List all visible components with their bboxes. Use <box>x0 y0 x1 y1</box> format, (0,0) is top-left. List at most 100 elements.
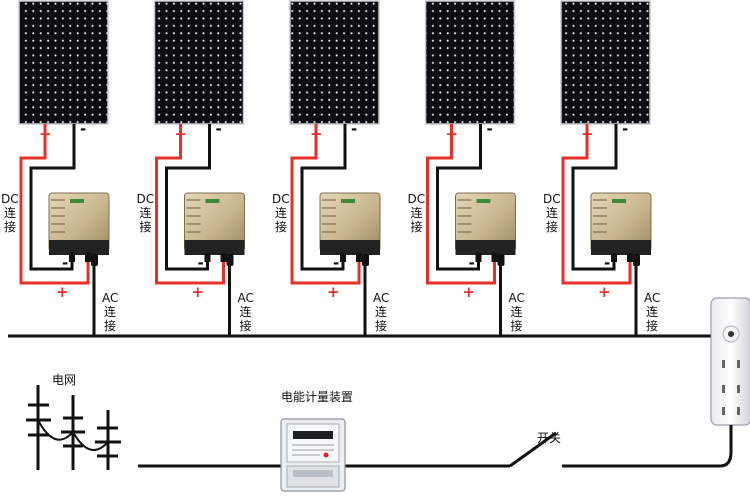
inverter-minus-sign: - <box>62 254 68 272</box>
dc-label: 接 <box>140 219 152 234</box>
pos-terminal <box>627 253 633 262</box>
neg-terminal <box>204 253 211 262</box>
panel-minus-sign: - <box>487 120 493 138</box>
dc-positive-wire <box>290 124 361 285</box>
ac-label: 连 <box>375 304 387 319</box>
ac-label: 接 <box>104 318 116 333</box>
panel-minus-sign: - <box>216 120 222 138</box>
ac-label: AC <box>509 291 525 305</box>
inverter-base <box>455 240 516 255</box>
ac-label: AC <box>102 291 118 305</box>
inverter-minus-sign: - <box>469 254 475 272</box>
dc-label: DC <box>137 192 155 206</box>
inverter-minus-sign: - <box>198 254 204 272</box>
meter-label: 电能计量装置 <box>281 390 353 404</box>
pos-terminal <box>491 253 498 262</box>
pos-terminal <box>85 253 91 262</box>
dc-positive-wire <box>426 124 496 285</box>
inverter-minus-sign: - <box>333 254 339 272</box>
inverter-base <box>49 240 109 255</box>
inverter-minus-sign: - <box>604 254 610 272</box>
dc-label: DC <box>543 192 561 206</box>
pos-terminal <box>220 253 227 262</box>
power-strip <box>710 297 750 426</box>
solar-panel-icon <box>18 0 109 125</box>
dc-negative-wire <box>165 124 211 271</box>
dc-label: 连 <box>140 205 152 220</box>
ac-label: 连 <box>240 304 252 319</box>
ac-connector-icon <box>362 254 369 266</box>
inverter-logo <box>476 199 491 203</box>
energy-meter-icon <box>280 418 346 492</box>
solar-panel-icon <box>424 0 516 125</box>
ac-connector-icon <box>91 254 98 266</box>
solar-panel-icon <box>560 0 651 125</box>
panel-plus-sign: + <box>446 125 459 143</box>
dc-negative-wire <box>300 124 347 271</box>
dc-label: 连 <box>411 205 423 220</box>
dc-label: 接 <box>4 219 16 234</box>
dc-positive-wire <box>561 124 632 285</box>
inverter-logo <box>612 199 626 203</box>
dc-label: 连 <box>4 205 16 220</box>
dc-label: 接 <box>546 219 558 234</box>
panel-minus-sign: - <box>351 120 357 138</box>
dc-label: 接 <box>275 219 287 234</box>
neg-terminal <box>69 253 75 262</box>
ac-label: 接 <box>511 318 523 333</box>
panel-plus-sign: + <box>310 125 323 143</box>
dc-label: 连 <box>546 205 558 220</box>
inverter-base <box>184 240 245 255</box>
panel-minus-sign: - <box>80 120 86 138</box>
ac-connector-icon <box>226 254 234 266</box>
neg-terminal <box>340 253 346 262</box>
inverter-base <box>591 240 651 255</box>
panel-plus-sign: + <box>581 125 594 143</box>
ac-label: AC <box>373 291 389 305</box>
dc-negative-wire <box>436 124 482 271</box>
dc-label: 接 <box>411 219 423 234</box>
ac-label: 接 <box>240 318 252 333</box>
inverter-plus-sign: + <box>463 283 476 301</box>
ac-label: 连 <box>104 304 116 319</box>
solar-panel-icon <box>289 0 380 125</box>
switch-lever <box>509 431 557 468</box>
inverter-base <box>320 240 380 255</box>
neg-terminal <box>611 253 617 262</box>
ac-connector-icon <box>633 254 640 266</box>
solar-panel-icon <box>153 0 245 125</box>
dc-label: DC <box>408 192 426 206</box>
dc-positive-wire <box>155 124 225 285</box>
inverter-plus-sign: + <box>327 283 340 301</box>
inverter-plus-sign: + <box>192 283 205 301</box>
inverter-logo <box>341 199 355 203</box>
grid-poles-icon <box>26 385 121 470</box>
ac-label: 连 <box>511 304 523 319</box>
neg-terminal <box>475 253 482 262</box>
panel-minus-sign: - <box>622 120 628 138</box>
dc-negative-wire <box>571 124 618 271</box>
ac-label: AC <box>238 291 254 305</box>
power-strip-cable <box>719 425 733 468</box>
inverter-plus-sign: + <box>56 283 69 301</box>
pos-terminal <box>356 253 362 262</box>
dc-label: DC <box>1 192 19 206</box>
ac-label: 接 <box>375 318 387 333</box>
ac-label: AC <box>644 291 660 305</box>
dc-label: 连 <box>275 205 287 220</box>
inverter-logo <box>70 199 84 203</box>
dc-label: DC <box>272 192 290 206</box>
dc-positive-wire <box>19 124 90 285</box>
switch-label: 开关 <box>537 431 561 445</box>
inverter-logo <box>205 199 220 203</box>
inverter-plus-sign: + <box>598 283 611 301</box>
panel-plus-sign: + <box>39 125 52 143</box>
ac-connector-icon <box>497 254 505 266</box>
ac-label: 接 <box>646 318 658 333</box>
dc-negative-wire <box>29 124 76 271</box>
